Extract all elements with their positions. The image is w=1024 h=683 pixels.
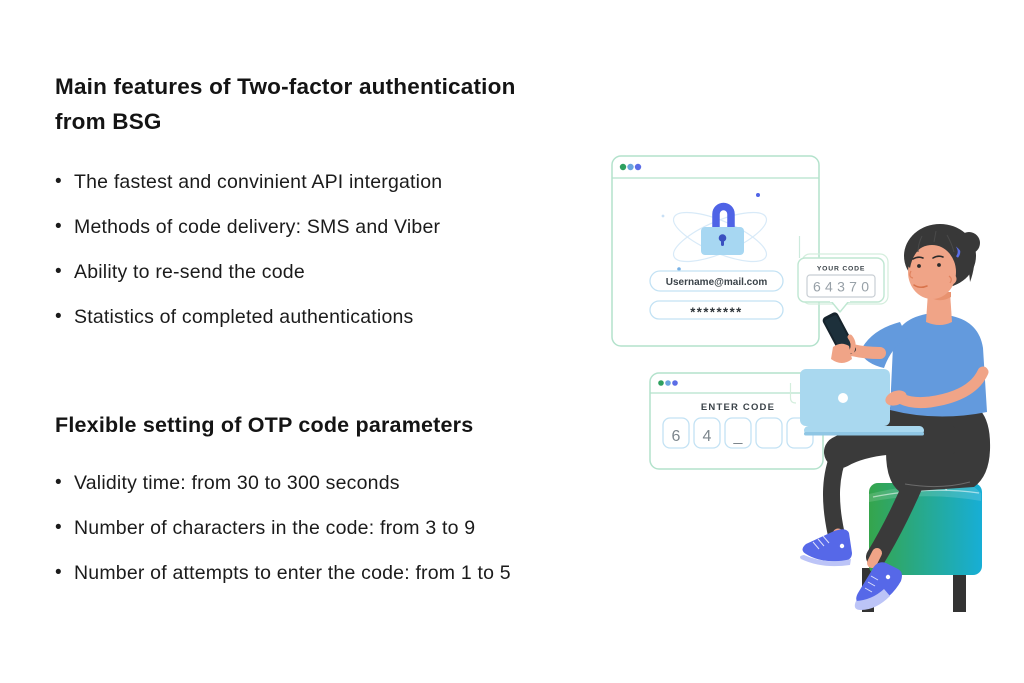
padlock-icon [661,193,768,271]
two-factor-illustration: Username@mail.com ******** ENTER CODE 6 … [611,155,991,612]
list-item: Number of attempts to enter the code: fr… [55,562,511,584]
features-heading: Main features of Two-factor authenticati… [55,69,615,139]
hand [831,343,852,363]
hand [885,390,907,406]
your-code-label: YOUR CODE [817,266,865,273]
otp-cells: 6 4 _ [662,417,814,449]
password-value: ******** [690,305,742,320]
window-control-dot-icon [672,380,678,386]
enter-code-label: ENTER CODE [701,402,775,413]
list-item: Number of characters in the code: from 3… [55,517,511,539]
list-item: Statistics of completed authentications [55,306,442,328]
list-item: The fastest and convinient API intergati… [55,171,442,193]
otp-cell-value: 6 [672,428,681,445]
username-field: Username@mail.com [649,270,784,292]
window-control-dot-icon [634,163,642,171]
features-heading-line1: Main features of Two-factor authenticati… [55,74,516,99]
laptop [800,369,924,436]
otp-list: Validity time: from 30 to 300 seconds Nu… [55,472,511,607]
sneaker [800,529,852,567]
window-control-dot-icon [658,380,664,386]
password-field: ******** [649,300,784,320]
sneaker [854,562,902,610]
person [800,224,991,610]
otp-cell-value: _ [733,428,744,445]
person-legs [823,402,991,567]
your-code-value: 64370 [813,279,869,295]
list-item: Methods of code delivery: SMS and Viber [55,216,442,238]
features-list: The fastest and convinient API intergati… [55,171,442,351]
list-item: Validity time: from 30 to 300 seconds [55,472,511,494]
otp-window: ENTER CODE 6 4 _ [649,372,824,470]
person-head [904,224,980,299]
window-control-dot-icon [665,380,671,386]
otp-cell-value: 4 [703,428,712,445]
list-item: Ability to re-send the code [55,261,442,283]
otp-heading: Flexible setting of OTP code parameters [55,413,474,437]
window-control-dot-icon [619,163,627,171]
window-control-dot-icon [627,163,634,171]
features-heading-line2: from BSG [55,109,162,134]
login-window: Username@mail.com ******** [611,155,820,347]
code-popup: YOUR CODE 64370 [797,236,889,313]
username-value: Username@mail.com [666,277,768,288]
